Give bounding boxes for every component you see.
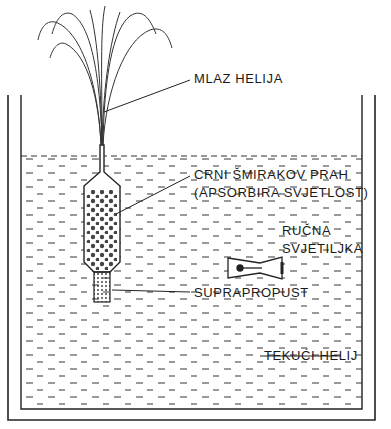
liquid-surface: [21, 156, 362, 157]
jet-label: MLAZ HELIJA: [194, 70, 344, 88]
superleak-plug: [94, 272, 110, 302]
flashlight-icon: [228, 257, 282, 279]
dewar-outer: [8, 95, 375, 420]
emery-powder: [86, 190, 118, 270]
flashlight-label: RUČNA SVJETILJKA: [282, 222, 387, 258]
powder-label: CRNI ŠMIRAKOV PRAH (APSORBIRA SVJETLOST): [194, 166, 384, 202]
liquid-label: TEKUĆI HELIJ: [264, 347, 374, 365]
helium-jet: [38, 6, 172, 145]
superleak-label: SUPRAPROPUST: [194, 284, 334, 302]
leader-lines: [104, 80, 340, 356]
bulb-tube: [84, 145, 120, 272]
